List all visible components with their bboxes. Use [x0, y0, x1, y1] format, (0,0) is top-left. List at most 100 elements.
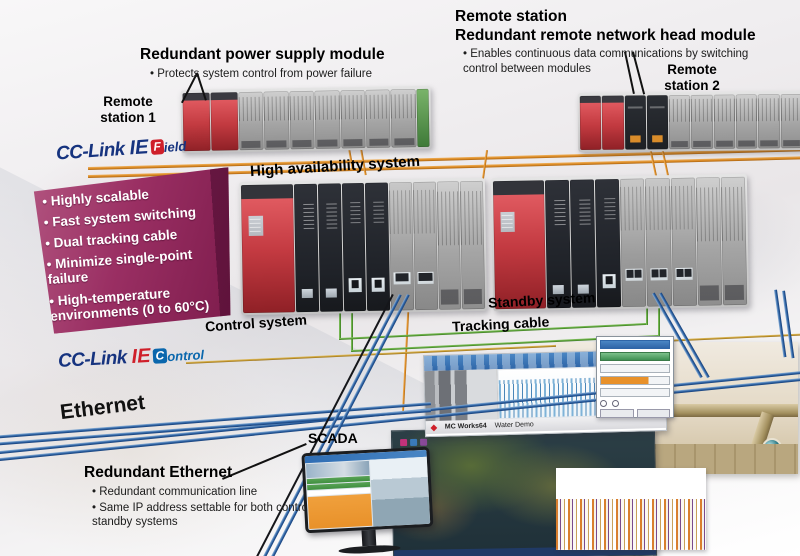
remote-head-title-2: Redundant remote network head module: [455, 26, 756, 44]
plc-rack-control-system: [238, 177, 488, 316]
radio-icon: [600, 400, 607, 407]
plc-module-gp: [620, 178, 647, 307]
plc-module-gp: [412, 181, 438, 311]
plc-module-io: [735, 94, 758, 149]
scada-monitor: [301, 446, 434, 556]
dialog-field: [600, 364, 670, 373]
plc-module-io: [238, 91, 264, 151]
tracking-cable-left-a: [339, 300, 342, 340]
plc-module-io: [460, 180, 486, 310]
plc-module-io: [365, 89, 391, 148]
tracking-cable-left-b: [351, 300, 354, 352]
map-marker-icon: [420, 438, 428, 446]
plc-module-io: [263, 91, 290, 150]
scada-label: SCADA: [308, 430, 358, 446]
plc-module-io: [668, 95, 691, 150]
control-logo-prefix: CC-Link: [57, 347, 128, 372]
plc-module-io: [713, 94, 736, 149]
high-availability-label: High availability system: [249, 152, 421, 181]
plc-rack-remote-station-1: [180, 85, 432, 154]
remote-station-1-line1: Remote: [103, 94, 153, 109]
remote-head-title-1: Remote station: [455, 8, 567, 25]
plc-module-cpu: [294, 183, 320, 313]
monitor-bezel: [301, 446, 434, 534]
plc-module-io: [720, 176, 748, 306]
plc-module-pr: [182, 92, 211, 152]
power-supply-title: Redundant power supply module: [140, 46, 385, 63]
plc-module-cpub: [341, 182, 367, 312]
plc-module-io: [695, 177, 722, 306]
remote-station-1-line2: station 1: [100, 109, 156, 125]
power-supply-bullet: Protects system control from power failu…: [150, 67, 450, 81]
redundant-ethernet-note: Redundant Ethernet Redundant communicati…: [84, 464, 374, 530]
dialog-icon-area: [600, 352, 670, 361]
radio-icon: [612, 400, 619, 407]
plc-module-pw: [240, 184, 296, 314]
plc-module-io: [691, 94, 714, 149]
plc-module-gp: [645, 178, 672, 307]
dialog-button: [600, 409, 634, 418]
tracking-cable-label: Tracking cable: [451, 313, 550, 335]
feature-item: Minimize single-point failure: [46, 245, 228, 288]
tracking-cable-right-a: [646, 300, 649, 325]
dialog-buttons: [600, 409, 670, 418]
plc-rack-standby-system: [490, 173, 750, 312]
dialog-field: [600, 388, 670, 397]
plc-module-io: [289, 90, 315, 150]
plc-module-gp: [670, 177, 697, 307]
power-supply-note: Redundant power supply module Protects s…: [140, 46, 450, 81]
plc-module-pr: [210, 92, 239, 151]
scada-screen-name: Water Demo: [494, 421, 534, 430]
dialog-titlebar: [600, 340, 670, 349]
plc-rack-remote-station-2: [577, 91, 800, 152]
plc-module-pw: [492, 180, 546, 310]
redundant-ethernet-bullet-1: Redundant communication line: [92, 485, 374, 499]
plc-module-io: [780, 94, 800, 149]
monitor-photo-panel: [370, 456, 431, 527]
plc-module-io: [436, 181, 462, 310]
feature-item: High-temperature environments (0 to 60°C…: [49, 281, 231, 324]
plc-module-io: [339, 89, 366, 149]
map-marker-icon: [400, 439, 408, 447]
remote-station-1-label: Remote station 1: [86, 94, 170, 125]
plc-module-pr: [579, 95, 602, 150]
redundant-ethernet-bullet-2: Same IP address settable for both contro…: [92, 501, 362, 530]
monitor-screen: [304, 449, 431, 531]
control-logo-ie: IE: [131, 344, 152, 368]
mitsubishi-logo-icon: [430, 424, 438, 431]
remote-head-bullet: Enables continuous data communications b…: [463, 47, 783, 76]
remote-station-2-line1: Remote: [667, 62, 717, 77]
dialog-radio-group: [600, 400, 670, 407]
plc-module-gn: [416, 88, 430, 148]
redundant-ethernet-title: Redundant Ethernet: [84, 464, 233, 481]
plc-module-io: [390, 89, 417, 148]
plc-module-gp: [389, 182, 414, 311]
monitor-stand: [361, 529, 377, 547]
remote-head-note: Remote station Redundant remote network …: [455, 8, 795, 76]
remote-station-2-label: Remote station 2: [650, 62, 734, 93]
map-marker-icon: [410, 438, 418, 446]
plc-module-hd: [646, 95, 669, 150]
feature-box: Highly scalable Fast system switching Du…: [25, 167, 241, 335]
plc-module-cpu: [317, 183, 343, 312]
plc-module-cpub: [594, 179, 622, 308]
plc-module-pr: [602, 95, 624, 150]
plc-module-io: [758, 94, 780, 149]
feature-list: Highly scalable Fast system switching Du…: [25, 167, 241, 325]
plc-module-hd: [624, 95, 647, 150]
remote-station-2-line2: station 2: [664, 77, 720, 93]
dialog-button: [636, 409, 670, 418]
control-logo-badge-icon: C: [152, 348, 168, 364]
field-logo-prefix: CC-Link: [55, 138, 126, 165]
scada-brand: MC Works64: [444, 422, 487, 431]
spike-chart-screenshot: [556, 468, 706, 550]
tracking-cable-right-b: [658, 302, 661, 337]
plc-module-io: [314, 90, 341, 149]
monitor-orange-panel: [307, 493, 373, 530]
scada-dialog-screenshot: [596, 336, 674, 418]
field-logo-badge-icon: F: [149, 139, 165, 155]
plc-module-cpub: [365, 182, 391, 311]
field-logo-suffix: ield: [163, 138, 187, 155]
plc-module-cpu: [544, 179, 572, 309]
